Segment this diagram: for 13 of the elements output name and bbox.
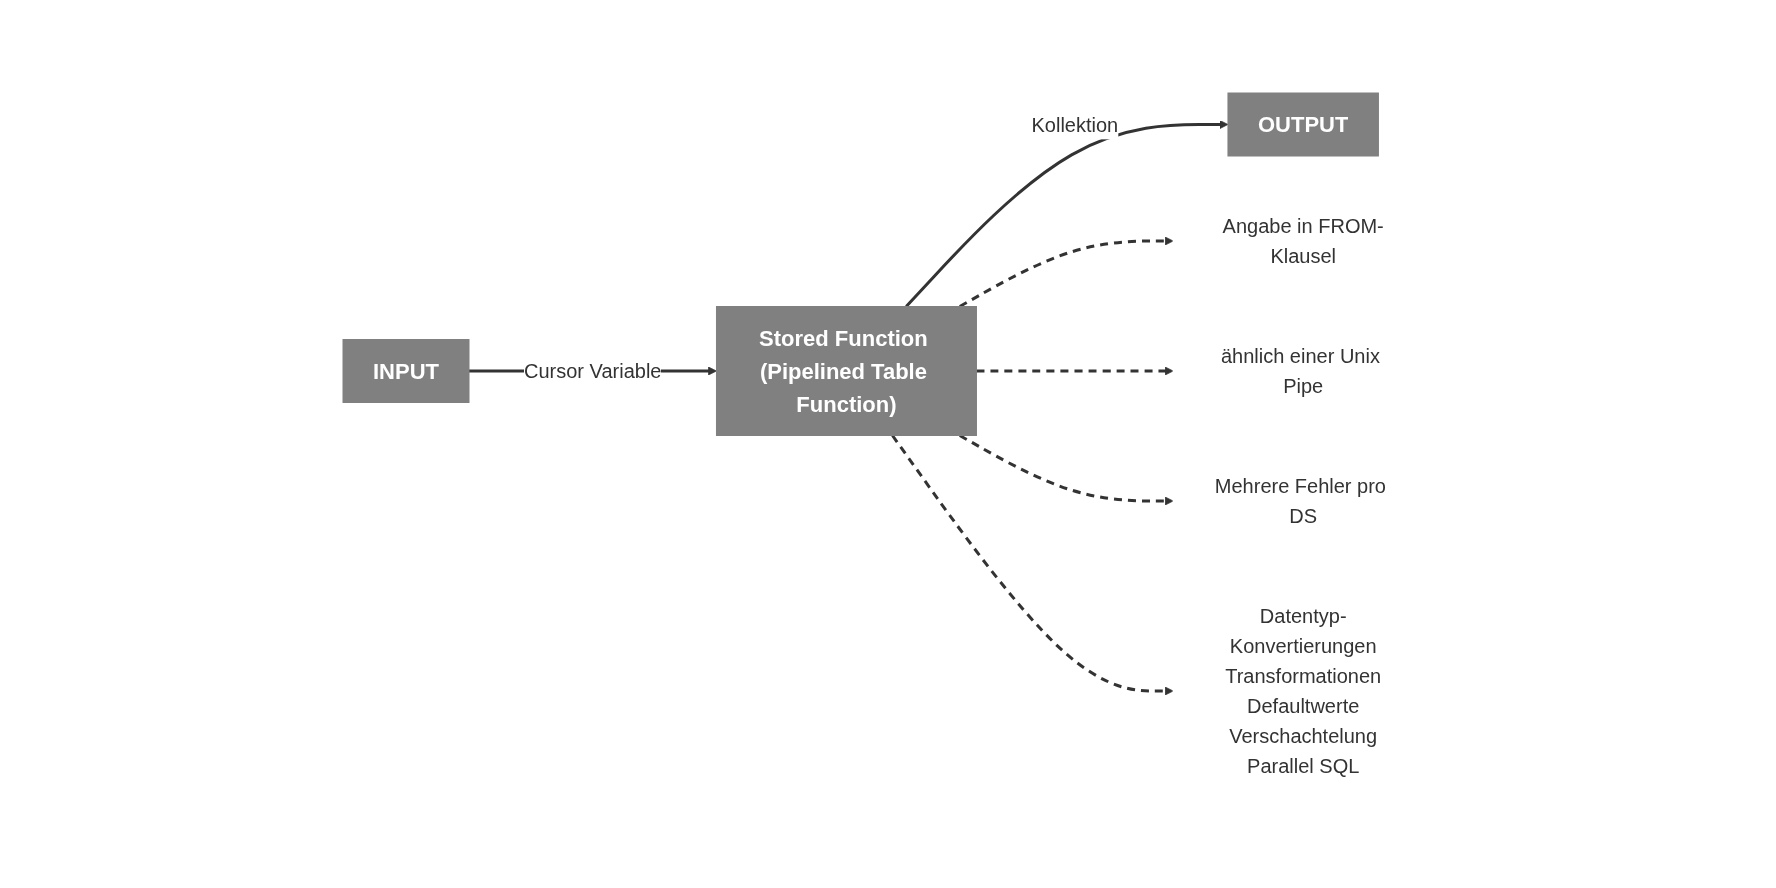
node-box: OUTPUT bbox=[1227, 92, 1379, 156]
node-text: ähnlich einer Unix Pipe bbox=[1220, 344, 1380, 397]
edge-label: Cursor Variable bbox=[523, 359, 662, 382]
arrow bbox=[891, 434, 1174, 695]
edge-label: Kollektion bbox=[1031, 113, 1119, 135]
node-box: INPUT bbox=[342, 338, 470, 403]
node-box: Stored Function (Pipelined Table Function) bbox=[715, 305, 977, 436]
arrow bbox=[905, 119, 1229, 307]
node-text: Mehrere Fehler pro DS bbox=[1214, 474, 1386, 527]
node-text: Datentyp-Konvertierungen Transformationen Defaultwerte Verschachtelung Parallel SQL bbox=[1225, 604, 1382, 777]
node-text: Angabe in FROM-Klausel bbox=[1222, 214, 1384, 267]
arrow bbox=[958, 236, 1174, 308]
arrow bbox=[976, 366, 1174, 375]
